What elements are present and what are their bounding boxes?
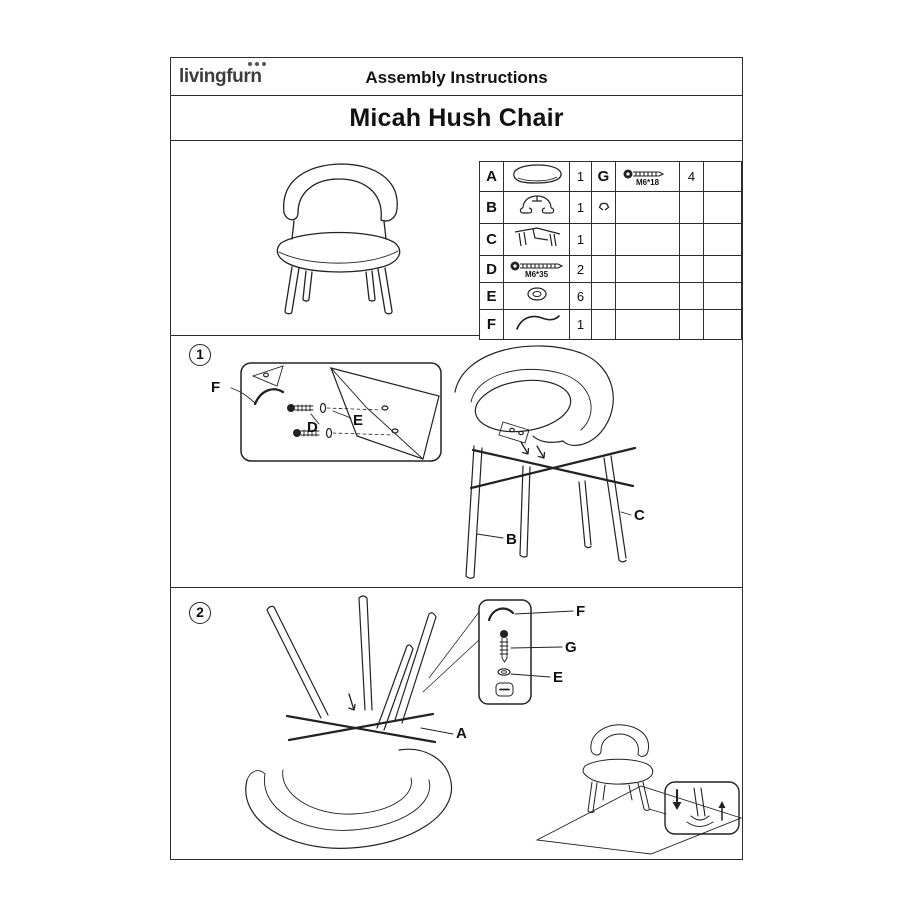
step2-label-a: A	[456, 725, 467, 742]
part-qty: 1	[569, 309, 592, 340]
part-e-washer-icon	[526, 286, 547, 301]
step2-label-e: E	[553, 669, 564, 686]
part-b-bracket-icon	[519, 195, 554, 214]
title-bar: Micah Hush Chair	[171, 96, 742, 141]
doc-title: Assembly Instructions	[365, 68, 548, 87]
part-letter: E	[479, 282, 504, 310]
part-letter: F	[479, 309, 504, 340]
part-icon-cell: M6*18	[615, 161, 680, 192]
small-part-cell	[591, 191, 616, 224]
part-letter: C	[479, 223, 504, 256]
part-d-screw-icon	[510, 261, 563, 271]
part-qty: 1	[569, 223, 592, 256]
parts-section: A 1 G	[171, 141, 742, 340]
part-icon-cell	[503, 223, 570, 256]
brand-logo: livingfurn	[179, 66, 262, 87]
part-qty: 1	[569, 191, 592, 224]
step2-label-g: G	[565, 639, 577, 656]
part-letter: G	[591, 161, 616, 192]
product-title: Micah Hush Chair	[349, 103, 564, 132]
step1-label-d: D	[307, 419, 318, 436]
part-letter: D	[479, 255, 504, 283]
part-qty: 4	[679, 161, 704, 192]
part-f-allen-key-icon	[515, 315, 560, 330]
logo-leaves-icon	[248, 62, 266, 66]
parts-row-b: B 1	[479, 191, 742, 224]
instruction-sheet: livingfurn Assembly Instructions Micah H…	[170, 57, 743, 860]
part-qty: 2	[569, 255, 592, 283]
step1-label-f: F	[211, 379, 221, 396]
parts-row-e: E 6	[479, 282, 742, 310]
parts-row-f: F 1	[479, 309, 742, 340]
part-g-screw-icon	[623, 169, 664, 178]
part-qty: 1	[569, 161, 592, 192]
step1-label-c: C	[634, 507, 645, 524]
step2-number-badge: 2	[189, 602, 211, 624]
chair-front-illustration	[276, 163, 401, 315]
step1-label-e: E	[353, 412, 364, 429]
part-icon-cell	[503, 282, 570, 310]
part-icon-cell	[503, 309, 570, 340]
part-icon-cell: M6*35	[503, 255, 570, 283]
part-c-frame-icon	[514, 227, 560, 247]
step1-label-b: B	[506, 531, 517, 548]
parts-table: A 1 G	[479, 161, 742, 340]
part-d-spec: M6*35	[524, 270, 549, 279]
step2-label-f: F	[576, 603, 586, 620]
step1-section: 1 F D E B C	[171, 336, 742, 588]
parts-row-d: D M6*35 2	[479, 255, 742, 283]
small-clip-icon	[598, 202, 609, 211]
step1-number-badge: 1	[189, 344, 211, 366]
part-g-spec: M6*18	[635, 177, 660, 187]
part-qty: 6	[569, 282, 592, 310]
step2-section: 2 A F G E	[171, 588, 742, 859]
part-letter: B	[479, 191, 504, 224]
part-icon-cell	[503, 191, 570, 224]
parts-row-a: A 1 G	[479, 161, 742, 192]
step1-assembly-diagram	[230, 345, 637, 579]
header: livingfurn Assembly Instructions	[171, 58, 742, 96]
part-a-seat-icon	[512, 164, 562, 184]
parts-row-c: C 1	[479, 223, 742, 256]
step2-assembly-diagram	[245, 595, 742, 855]
part-icon-cell	[503, 161, 570, 192]
part-letter: A	[479, 161, 504, 192]
